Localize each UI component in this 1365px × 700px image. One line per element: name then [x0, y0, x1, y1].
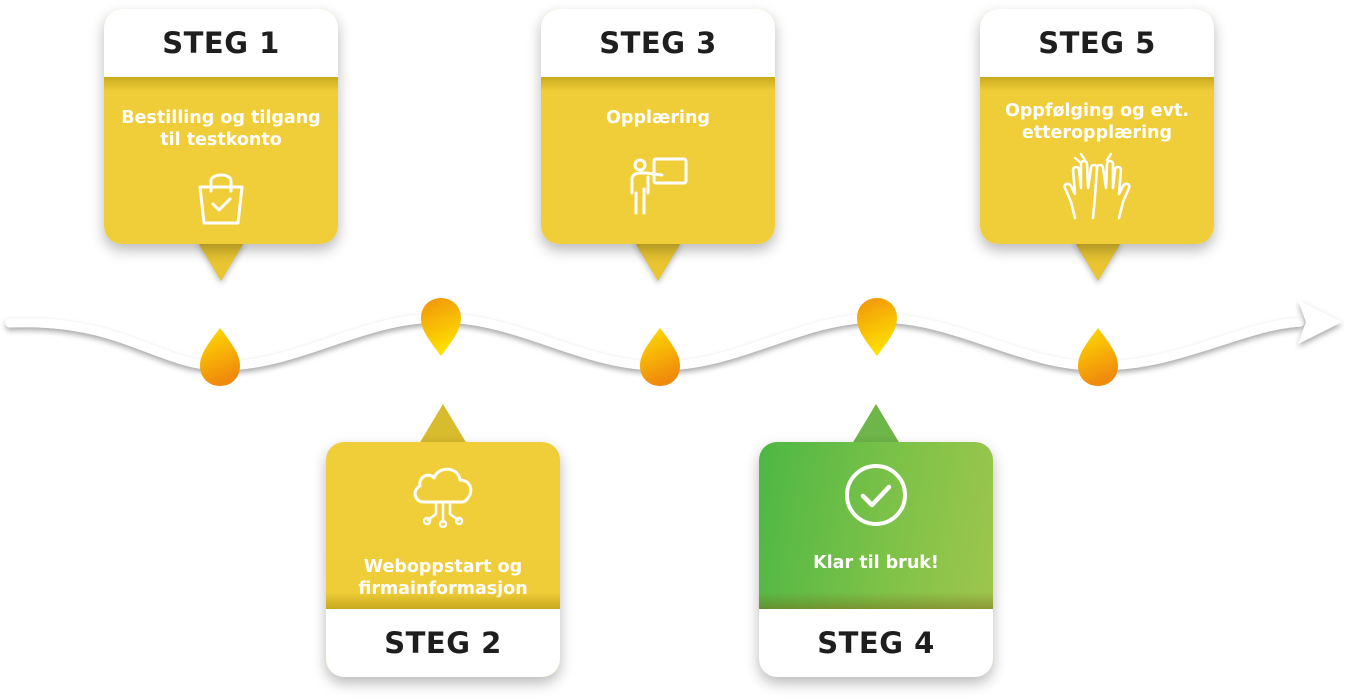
- pointer-step-4: [852, 404, 900, 444]
- step-card-1: STEG 1 Bestilling og tilgang til testkon…: [104, 9, 338, 244]
- step-caption: Oppfølging og evt. etteropplæring: [1004, 101, 1190, 143]
- step-title: STEG 4: [759, 609, 993, 677]
- check-circle-icon: [845, 464, 907, 526]
- teacher-board-icon: [630, 157, 688, 215]
- step-card-5: STEG 5 Oppfølging og evt. etteropplæring: [980, 9, 1214, 244]
- step-card-2: Weboppstart og firmainformasjon STEG 2: [326, 442, 560, 677]
- marker-step-3: [640, 328, 680, 386]
- marker-step-2: [421, 298, 461, 356]
- timeline-arrowhead: [1298, 300, 1342, 344]
- step-card-3: STEG 3 Opplæring: [541, 9, 775, 244]
- marker-step-4: [857, 298, 897, 356]
- high-five-icon: [1063, 152, 1131, 220]
- step-title: STEG 5: [980, 9, 1214, 77]
- step-card-4: Klar til bruk! STEG 4: [759, 442, 993, 677]
- step-title: STEG 1: [104, 9, 338, 77]
- step-title: STEG 2: [326, 609, 560, 677]
- pointer-step-2: [419, 404, 467, 444]
- pointer-step-3: [634, 241, 682, 281]
- pointer-step-1: [197, 241, 245, 281]
- marker-step-5: [1078, 328, 1118, 386]
- step-caption: Bestilling og tilgang til testkonto: [121, 108, 321, 150]
- step-title: STEG 3: [541, 9, 775, 77]
- marker-step-1: [200, 328, 240, 386]
- pointer-step-5: [1074, 241, 1122, 281]
- step-caption: Klar til bruk!: [813, 553, 939, 573]
- cloud-network-icon: [413, 467, 473, 528]
- step-caption: Opplæring: [606, 108, 710, 128]
- shopping-bag-check-icon: [198, 173, 244, 225]
